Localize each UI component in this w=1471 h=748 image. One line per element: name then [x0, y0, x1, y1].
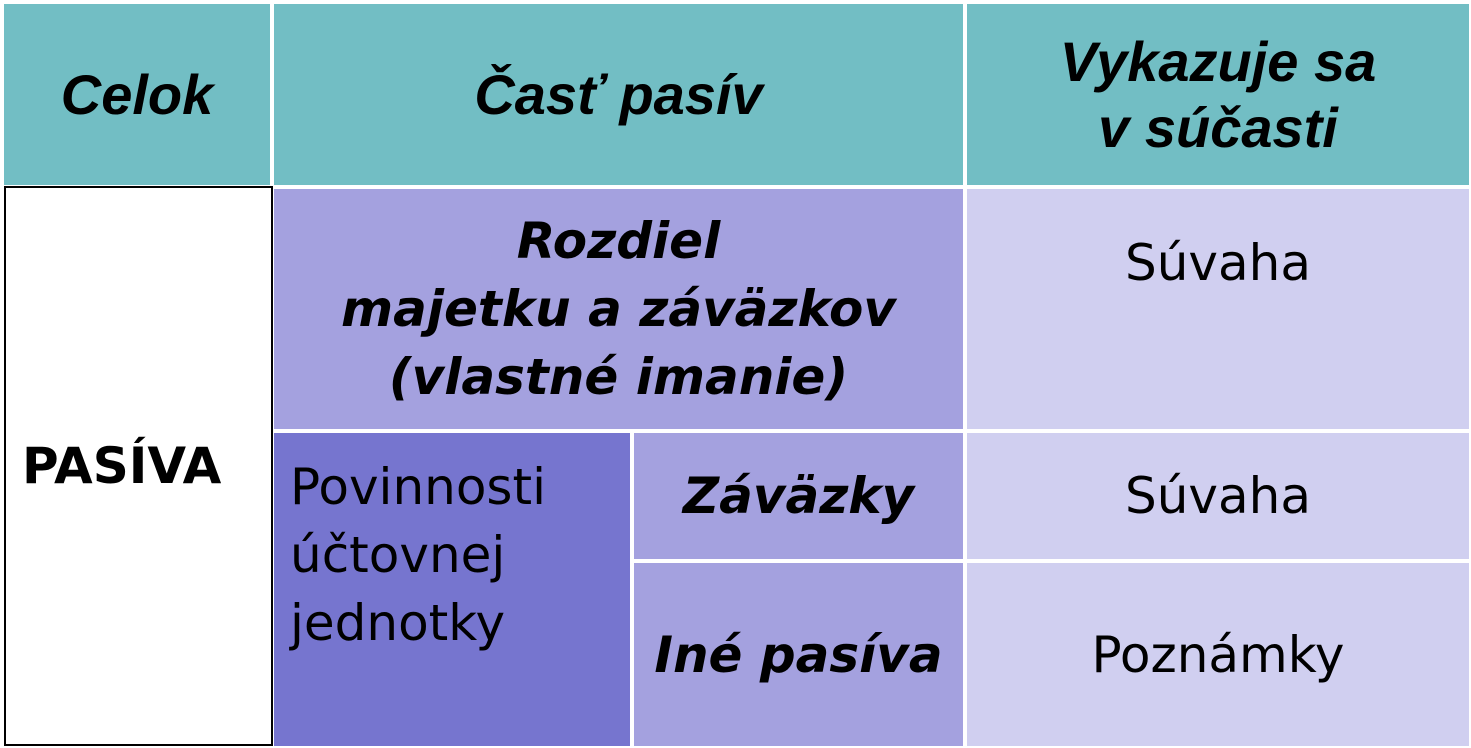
pasiva-cell: PASÍVA	[4, 186, 273, 746]
liabilities-label: Záväzky	[682, 467, 915, 525]
liabilities-reported-label: Súvaha	[1125, 467, 1311, 525]
header-celok-label: Celok	[60, 62, 214, 126]
equity-reported-label: Súvaha	[1125, 234, 1311, 292]
obligations-line2: účtovnej	[290, 526, 506, 584]
obligations-line1: Povinnosti	[290, 458, 546, 516]
other-reported-cell: Poznámky	[967, 563, 1469, 746]
header-vykazuje-line1: Vykazuje sa	[1059, 29, 1377, 93]
other-label: Iné pasíva	[654, 625, 943, 684]
equity-cell: Rozdiel majetku a záväzkov (vlastné iman…	[274, 189, 963, 429]
pasiva-label: PASÍVA	[22, 437, 222, 495]
other-cell: Iné pasíva	[634, 563, 963, 746]
header-cast-pasiv: Časť pasív	[274, 4, 963, 185]
other-reported-label: Poznámky	[1091, 625, 1345, 684]
header-vykazuje-line2: v súčasti	[1098, 95, 1338, 159]
equity-line1: Rozdiel	[516, 212, 721, 270]
equity-line3: (vlastné imanie)	[388, 348, 849, 406]
liabilities-reported-cell: Súvaha	[967, 433, 1469, 559]
header-cast-pasiv-label: Časť pasív	[474, 62, 763, 126]
equity-reported-cell: Súvaha	[967, 189, 1469, 429]
header-celok: Celok	[4, 4, 270, 185]
header-vykazuje: Vykazuje sa v súčasti	[967, 4, 1469, 185]
obligations-line3: jednotky	[290, 594, 506, 652]
obligations-cell: Povinnosti účtovnej jednotky	[274, 433, 630, 746]
liabilities-cell: Záväzky	[634, 433, 963, 559]
equity-line2: majetku a záväzkov	[341, 280, 896, 338]
